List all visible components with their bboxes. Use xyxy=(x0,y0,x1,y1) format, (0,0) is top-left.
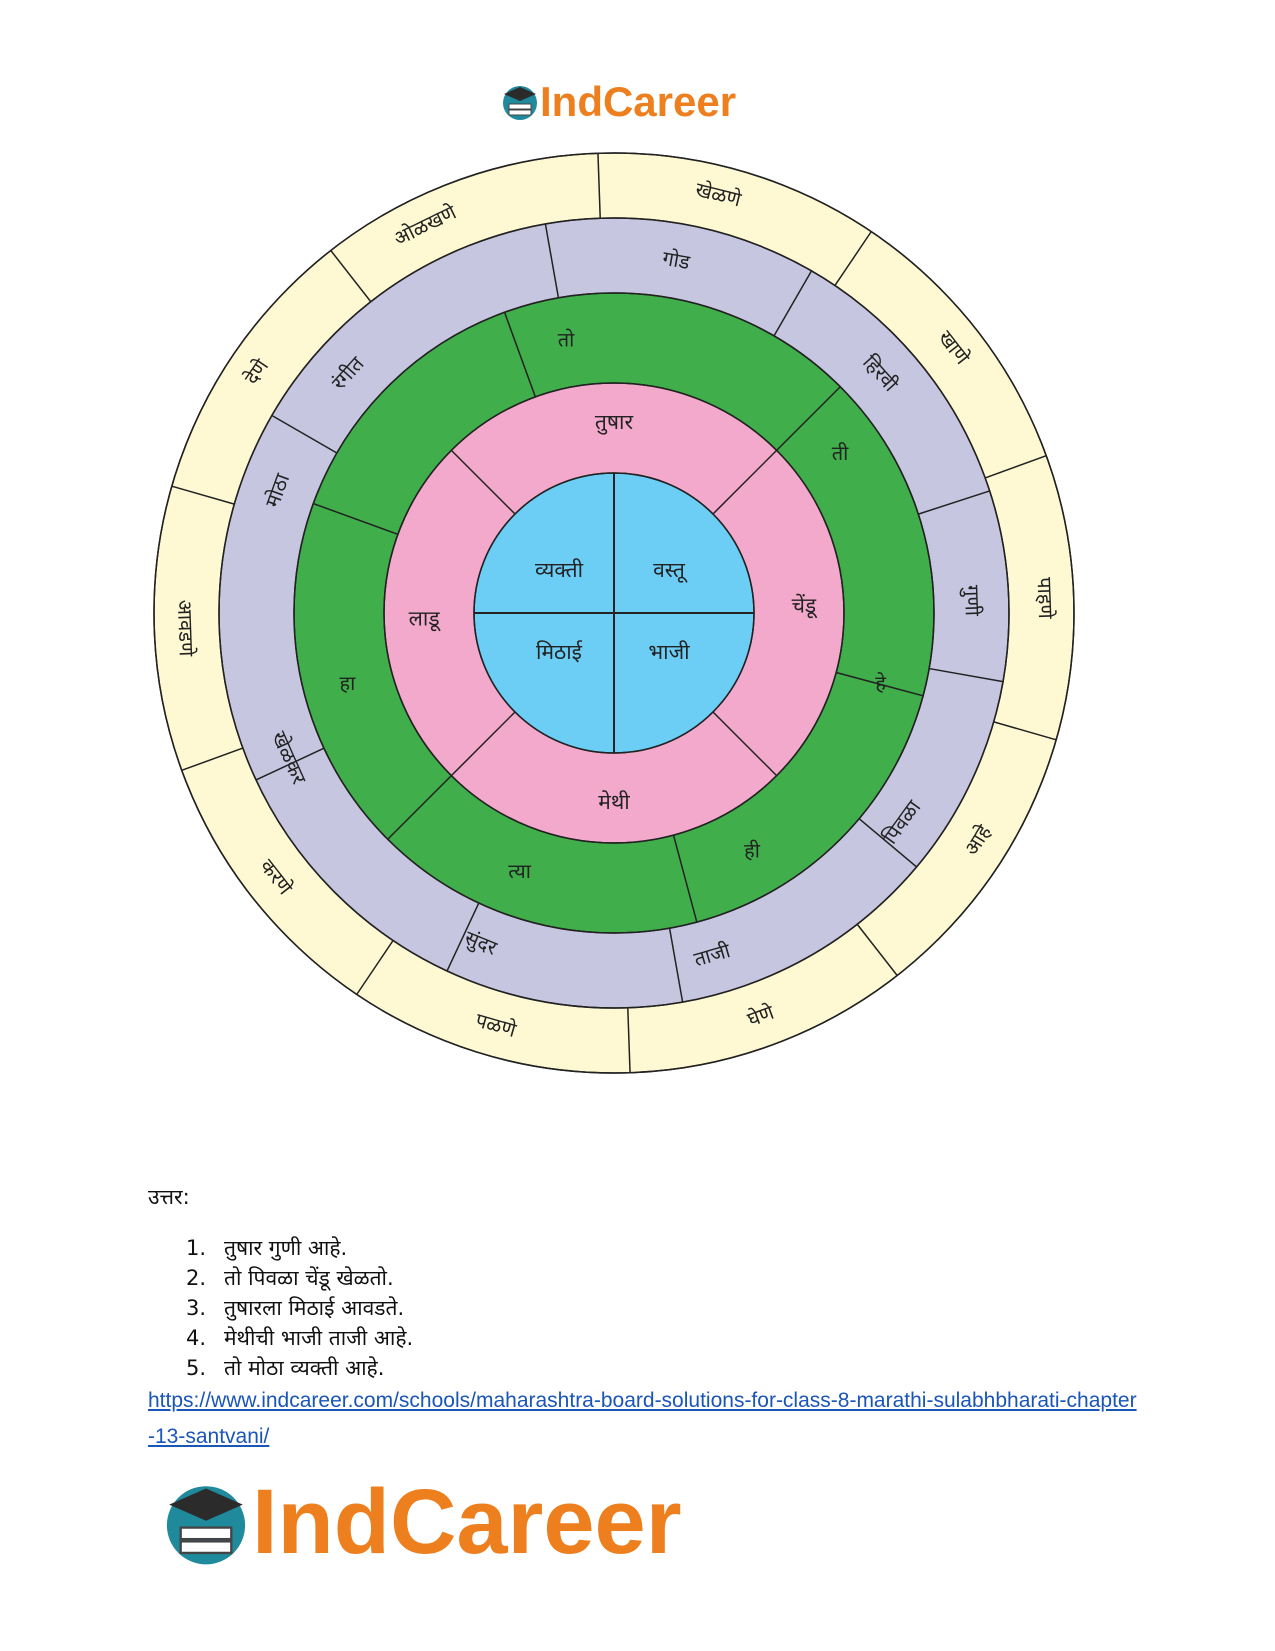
ring-border xyxy=(293,292,935,934)
outer-divider xyxy=(627,1007,631,1073)
ring-border xyxy=(153,152,1075,1074)
answer-item: 5. तो मोठा व्यक्ती आहे. xyxy=(186,1353,413,1383)
outer-divider xyxy=(181,747,244,772)
green-divider xyxy=(776,386,841,451)
answer-number: 1. xyxy=(186,1236,207,1260)
logo-text: IndCareer xyxy=(252,1471,682,1573)
lavender-divider xyxy=(446,902,480,972)
pink-word: तुषार xyxy=(595,410,634,435)
lavender-divider xyxy=(544,223,560,298)
answer-item: 2. तो पिवळा चेंडू खेळतो. xyxy=(186,1263,413,1293)
outer-divider xyxy=(993,721,1057,741)
answer-text: तो पिवळा चेंडू खेळतो. xyxy=(224,1266,394,1290)
outer-divider xyxy=(834,231,872,286)
lavender-divider xyxy=(255,747,325,781)
lavender-divider xyxy=(929,667,1004,683)
answer-text: तुषारला मिठाई आवडते. xyxy=(224,1296,405,1320)
lavender-divider xyxy=(271,414,338,454)
logo-text: IndCareer xyxy=(540,78,737,125)
pink-word: मेथी xyxy=(598,790,630,814)
answer-number: 5. xyxy=(186,1356,207,1380)
ring-border xyxy=(218,217,1010,1009)
answer-text: तुषार गुणी आहे. xyxy=(224,1236,348,1260)
green-word: त्या xyxy=(508,859,531,883)
lavender-word: गुणी xyxy=(959,585,985,618)
header-logo: IndCareer xyxy=(500,78,736,126)
answer-number: 3. xyxy=(186,1296,207,1320)
green-word: ही xyxy=(744,839,761,863)
outer-divider xyxy=(597,153,601,219)
lavender-divider xyxy=(858,818,918,868)
answer-item: 3. तुषारला मिठाई आवडते. xyxy=(186,1293,413,1323)
answer-item: 4. मेथीची भाजी ताजी आहे. xyxy=(186,1323,413,1353)
answer-text: तो मोठा व्यक्ती आहे. xyxy=(224,1356,385,1380)
ring-border xyxy=(383,382,845,844)
green-divider xyxy=(313,502,399,536)
outer-divider xyxy=(171,485,235,505)
pink-word: लाडू xyxy=(409,607,441,632)
pink-divider xyxy=(712,711,778,777)
green-divider xyxy=(835,671,924,697)
graduation-cap-book-icon xyxy=(503,86,537,120)
green-word: हे xyxy=(875,671,886,695)
green-word: हा xyxy=(339,671,356,695)
word-wheel: ओळखणेखेळणेखाणेपाहणेआहेघेणेपळणेकरणेआवडणेद… xyxy=(153,152,1075,1074)
center-word: व्यक्ती xyxy=(535,558,584,582)
green-word: तो xyxy=(558,328,575,352)
outer-divider xyxy=(356,940,394,995)
green-divider xyxy=(387,775,452,840)
answer-number: 4. xyxy=(186,1326,207,1350)
footer-logo: IndCareer xyxy=(160,1470,682,1575)
answer-text: मेथीची भाजी ताजी आहे. xyxy=(224,1326,414,1350)
pink-divider xyxy=(450,449,516,515)
answer-number: 2. xyxy=(186,1266,207,1290)
green-word: ती xyxy=(832,441,849,465)
lavender-divider xyxy=(773,270,813,337)
outer-divider xyxy=(984,454,1047,479)
center-word: मिठाई xyxy=(536,640,583,664)
outer-word: पाहणे xyxy=(1033,577,1058,620)
answer-list: 1. तुषार गुणी आहे. 2. तो पिवळा चेंडू खेळतो.… xyxy=(186,1233,413,1383)
green-divider xyxy=(503,312,537,398)
lavender-word: गोड xyxy=(661,246,692,274)
pink-divider xyxy=(712,449,778,515)
green-divider xyxy=(672,834,698,923)
pink-word: चेंडू xyxy=(792,593,818,618)
answer-item: 1. तुषार गुणी आहे. xyxy=(186,1233,413,1263)
graduation-cap-book-icon xyxy=(166,1485,246,1564)
outer-divider xyxy=(330,250,372,303)
center-word: वस्तू xyxy=(653,558,688,583)
source-link[interactable]: https://www.indcareer.com/schools/mahara… xyxy=(148,1389,1137,1448)
answer-label: उत्तर: xyxy=(148,1185,190,1209)
pink-divider xyxy=(450,711,516,777)
outer-divider xyxy=(856,923,898,976)
lavender-divider xyxy=(668,928,684,1003)
center-word: भाजी xyxy=(648,640,690,664)
outer-word: आवडणे xyxy=(173,599,199,657)
lavender-divider xyxy=(918,490,990,515)
